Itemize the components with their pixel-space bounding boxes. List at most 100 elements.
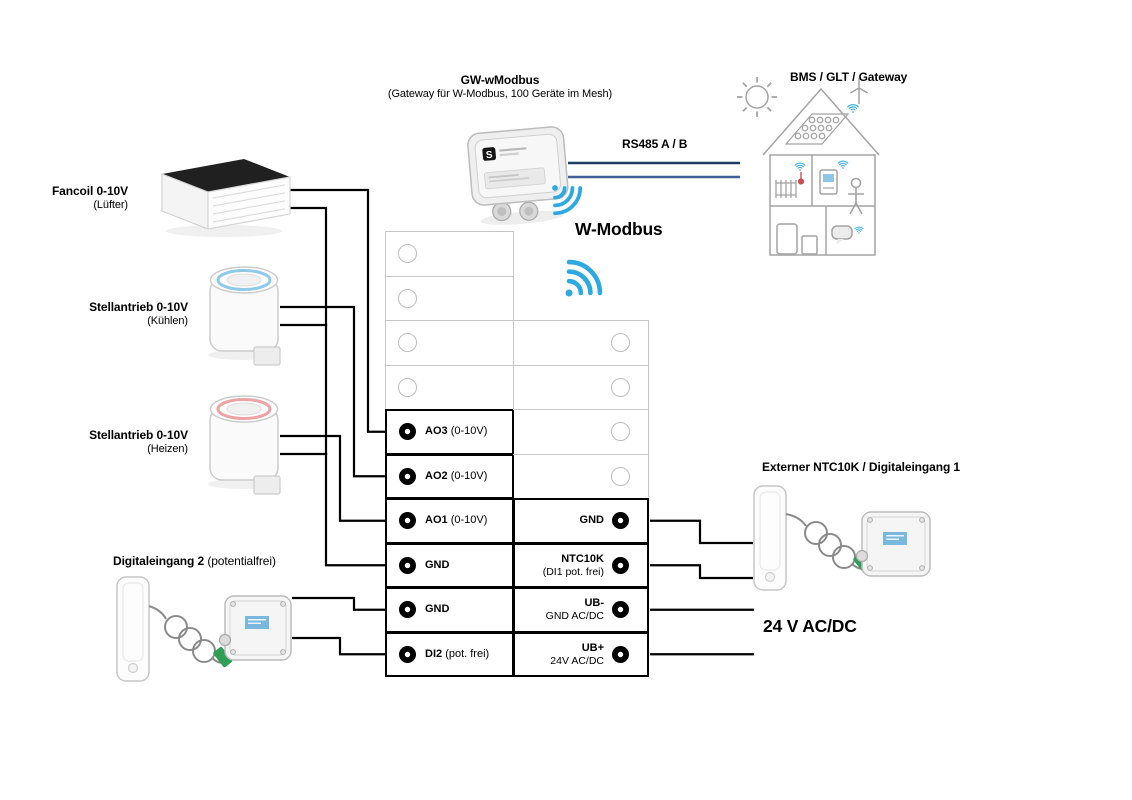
rs485-bus-lines (568, 161, 740, 179)
wmodbus-label: W-Modbus (575, 219, 663, 239)
actuator-heat-illustration (208, 395, 281, 495)
wiring-left (280, 188, 386, 656)
terminal-screw-ao2 (399, 467, 416, 485)
actuator-cool-label: Stellantrieb 0-10V (Kühlen) (58, 300, 188, 329)
terminal-cell-empty (513, 320, 649, 366)
fancoil-subtitle: (Lüfter) (93, 199, 128, 211)
wifi-icon (854, 226, 864, 235)
gateway-title-block: GW-wModbus (Gateway für W-Modbus, 100 Ge… (330, 73, 670, 102)
terminal-cell-open (513, 231, 649, 277)
terminal-label-ao3: AO3 (0-10V) (425, 425, 488, 438)
terminal-cell-empty (385, 320, 514, 366)
wire (650, 564, 753, 580)
thermostat-panel-icon (819, 169, 838, 195)
wire (280, 305, 386, 478)
terminal-cell-di2: DI2 (pot. frei) (385, 631, 514, 677)
wire (289, 206, 386, 567)
terminal-cell-ub-minus: UB-GND AC/DC (513, 587, 649, 633)
terminal-cell-gnd2: GND (385, 587, 514, 633)
radiator-icon (775, 180, 797, 198)
terminal-screw-empty (611, 422, 630, 442)
house-body (769, 154, 876, 256)
speech-bubble-icon (831, 225, 853, 245)
terminal-label-di2: DI2 (pot. frei) (425, 647, 490, 660)
junction-box (218, 595, 292, 661)
terminal-cell-empty (385, 275, 514, 321)
wifi-icon (794, 162, 806, 172)
wind-turbine-icon (849, 78, 869, 104)
terminal-cell-gnd1: GND (385, 542, 514, 588)
terminal-screw-gnd-right (612, 512, 629, 530)
terminal-screw-empty (398, 377, 417, 397)
digital-input2-illustration (116, 576, 292, 682)
power-supply-label: 24 V AC/DC (763, 616, 857, 636)
brand-logo-letter: S (485, 150, 493, 162)
terminal-cell-ntc10k: NTC10K(DI1 pot. frei) (513, 542, 649, 588)
actuator-cool-illustration (208, 266, 281, 366)
junction-box (855, 511, 931, 577)
terminal-screw-gnd1 (399, 556, 416, 574)
ntc-label: Externer NTC10K / Digitaleingang 1 (762, 460, 960, 474)
terminal-label-gnd-right: GND (579, 514, 604, 527)
wire (289, 188, 386, 433)
terminal-label-ao2: AO2 (0-10V) (425, 469, 488, 482)
terminal-screw-empty (398, 288, 417, 308)
actuator-cool-subtitle: (Kühlen) (147, 315, 188, 327)
terminal-screw-empty (611, 377, 630, 397)
house-roof (762, 87, 880, 156)
terminal-cell-empty (385, 231, 514, 277)
gateway-title: GW-wModbus (460, 73, 540, 87)
actuator-heat-subtitle: (Heizen) (147, 443, 188, 455)
terminal-column-left: AO3 (0-10V) AO2 (0-10V) AO1 (0-10V) GND … (385, 231, 514, 678)
terminal-screw-empty (398, 244, 417, 264)
digital-input2-title: Digitaleingang 2 (113, 554, 205, 568)
terminal-label-ntc10k: NTC10K(DI1 pot. frei) (542, 552, 604, 578)
solar-panel-icon (784, 113, 850, 145)
person-icon (848, 177, 864, 215)
wire (280, 434, 386, 522)
terminal-cell-ub-plus: UB+24V AC/DC (513, 631, 649, 677)
green-connector (213, 647, 233, 668)
gateway-device-illustration: S (467, 126, 569, 225)
coiled-cable (785, 513, 867, 570)
terminal-label-gnd1: GND (425, 558, 450, 571)
digital-input2-label: Digitaleingang 2 (potentialfrei) (113, 554, 276, 569)
terminal-cell-empty (513, 453, 649, 499)
door-contact-bar (116, 576, 150, 682)
terminal-screw-di2 (399, 645, 416, 663)
terminal-label-ao1: AO1 (0-10V) (425, 514, 488, 527)
actuator-cool-title: Stellantrieb 0-10V (89, 300, 188, 314)
terminal-cell-ao1: AO1 (0-10V) (385, 498, 514, 544)
terminal-screw-ntc10k (612, 556, 629, 574)
wifi-icon (837, 160, 849, 170)
terminal-cell-empty (513, 364, 649, 410)
terminal-cell-empty (513, 409, 649, 455)
terminal-screw-ao1 (399, 512, 416, 530)
thermometer-icon (797, 172, 805, 185)
terminal-cell-empty (385, 364, 514, 410)
terminal-cell-open (513, 276, 649, 322)
sun-icon (737, 77, 777, 117)
terminal-screw-ub-plus (612, 645, 629, 663)
bms-building-illustration (737, 77, 880, 256)
terminal-label-gnd2: GND (425, 603, 450, 616)
terminal-cell-ao2: AO2 (0-10V) (385, 453, 514, 499)
actuator-heat-label: Stellantrieb 0-10V (Heizen) (58, 428, 188, 457)
brand-logo-icon (482, 147, 496, 161)
door-contact-bar (753, 485, 787, 591)
wiring-right (650, 519, 754, 656)
terminal-label-ub-minus: UB-GND AC/DC (545, 597, 604, 623)
actuator-heat-title: Stellantrieb 0-10V (89, 428, 188, 442)
terminal-cell-gnd-right: GND (513, 498, 649, 544)
wire (650, 519, 753, 545)
terminal-screw-empty (611, 466, 630, 486)
ntc-sensor-illustration (753, 485, 931, 591)
terminal-label-ub-plus: UB+24V AC/DC (550, 641, 604, 667)
terminal-cell-ao3: AO3 (0-10V) (385, 409, 514, 455)
fancoil-illustration (161, 159, 291, 237)
terminal-screw-gnd2 (399, 601, 416, 619)
fancoil-label: Fancoil 0-10V (Lüfter) (18, 184, 128, 213)
wire (292, 596, 386, 611)
